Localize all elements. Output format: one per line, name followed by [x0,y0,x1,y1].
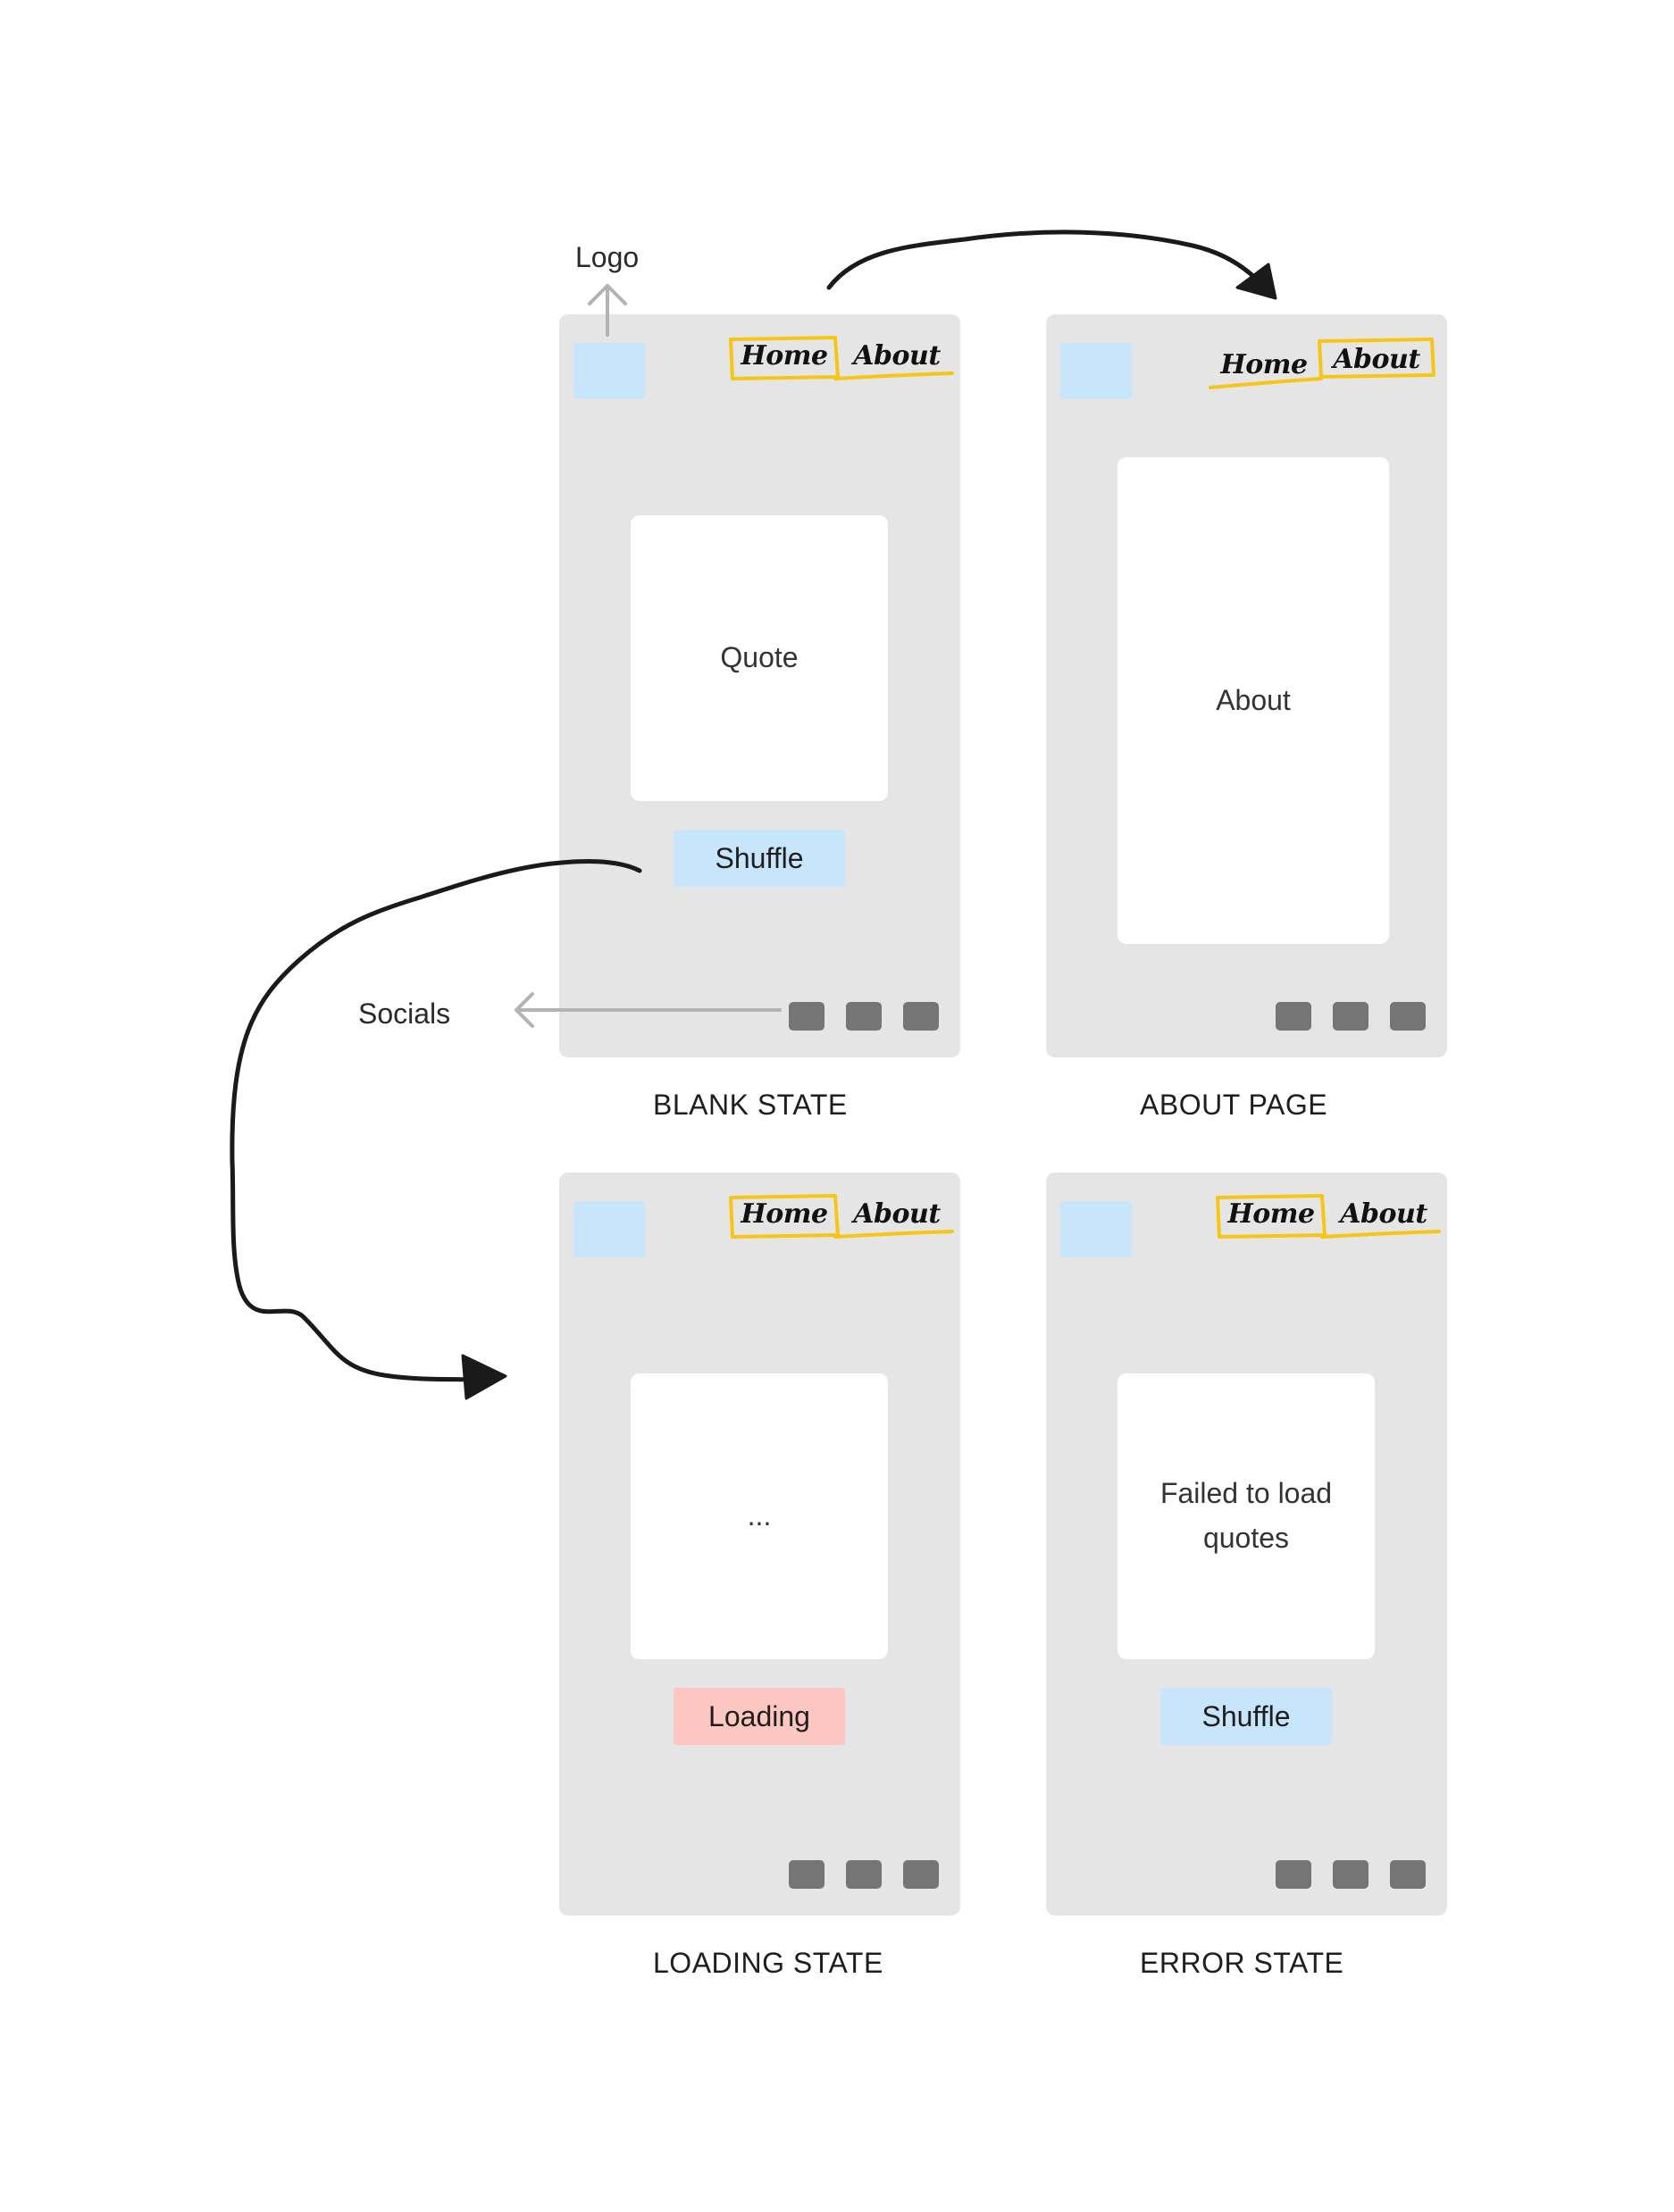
logo[interactable] [573,1201,645,1257]
annotation-logo: Logo [575,241,640,273]
nav-bar: Home About [1214,1190,1441,1244]
shuffle-button[interactable]: Shuffle [674,830,845,887]
social-icon[interactable] [789,1002,824,1031]
tab-home[interactable]: Home [741,1198,828,1230]
social-icon[interactable] [903,1002,939,1031]
social-icon[interactable] [789,1860,824,1889]
logo[interactable] [573,343,645,399]
social-icon[interactable] [1333,1002,1368,1031]
tab-about[interactable]: About [853,339,941,371]
tab-about[interactable]: About [1340,1198,1427,1230]
nav-bar: Home About [727,332,954,386]
quote-card-loading: ... [631,1373,888,1659]
shuffle-button[interactable]: Shuffle [1160,1688,1332,1745]
annotation-socials: Socials [358,997,451,1030]
social-links [1276,1002,1426,1031]
error-line-1: Failed to load [1159,1477,1333,1510]
social-icon[interactable] [846,1860,882,1889]
social-icon[interactable] [1390,1860,1426,1889]
phone-loading-state: Home About ... Loading [559,1173,960,1916]
logo-arrow-icon [588,284,627,337]
flow-arrow-to-loading-icon [230,859,642,1400]
loading-button[interactable]: Loading [674,1688,845,1745]
flow-arrow-to-about-icon [826,230,1277,300]
social-icon[interactable] [1276,1860,1311,1889]
logo[interactable] [1060,1201,1132,1257]
logo[interactable] [1060,343,1132,399]
error-line-2: quotes [1202,1522,1290,1554]
about-text: About [1216,683,1291,716]
state-label-error: ERROR STATE [1140,1947,1344,1979]
state-label-blank: BLANK STATE [653,1089,848,1121]
quote-text: Quote [720,641,799,674]
social-links [789,1860,939,1889]
about-card: About [1117,457,1389,944]
tab-about[interactable]: About [1333,343,1420,375]
social-icon[interactable] [1390,1002,1426,1031]
state-label-about: ABOUT PAGE [1140,1089,1328,1121]
social-links [1276,1860,1426,1889]
phone-error-state: Home About Failed to load quotes Shuffle [1046,1173,1447,1916]
social-icon[interactable] [1333,1860,1368,1889]
error-message: Failed to load quotes [1160,1472,1332,1560]
tab-home[interactable]: Home [1227,1198,1315,1230]
tab-home[interactable]: Home [1220,348,1308,380]
state-label-loading: LOADING STATE [653,1947,883,1979]
social-icon[interactable] [846,1002,882,1031]
tab-home[interactable]: Home [741,339,828,371]
quote-card: Quote [631,515,888,801]
socials-arrow-icon [515,992,782,1028]
social-icon[interactable] [1276,1002,1311,1031]
social-links [789,1002,939,1031]
phone-about-page: Home About About [1046,314,1447,1057]
loading-ellipsis: ... [747,1499,772,1532]
phone-blank-state: Home About Quote Shuffle [559,314,960,1057]
error-card: Failed to load quotes [1117,1373,1375,1659]
social-icon[interactable] [903,1860,939,1889]
tab-about[interactable]: About [853,1198,941,1230]
